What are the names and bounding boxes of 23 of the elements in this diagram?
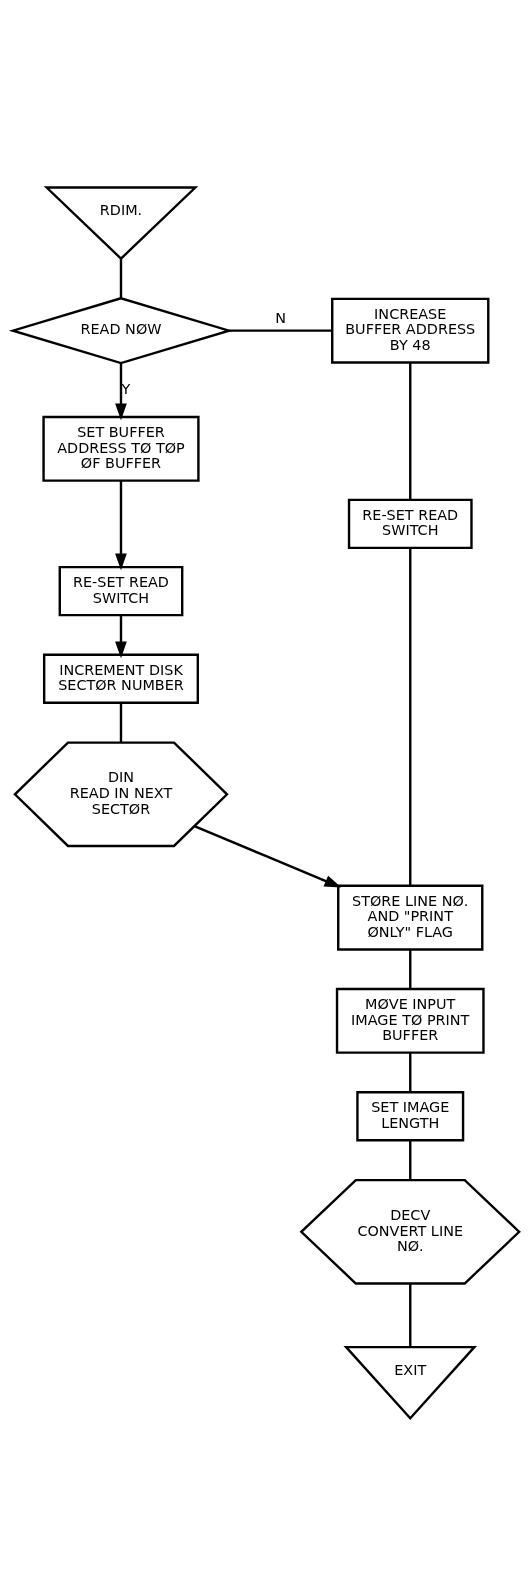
arrow bbox=[115, 362, 127, 420]
arrow bbox=[193, 824, 342, 888]
node-box: SET BUFFER ADDRESS TØ TØP ØF BUFFER bbox=[42, 415, 200, 482]
node-box: MØVE INPUT IMAGE TØ PRINT BUFFER bbox=[335, 987, 485, 1054]
connector bbox=[229, 328, 333, 332]
edge-label: N bbox=[275, 309, 287, 326]
arrow bbox=[115, 614, 127, 658]
connector bbox=[409, 362, 412, 499]
node-box: RE-SET READ SWITCH bbox=[347, 498, 473, 549]
connector bbox=[119, 702, 123, 742]
node-box: STØRE LINE NØ. AND "PRINT ØNLY" FLAG bbox=[337, 884, 484, 951]
node-box: INCREASE BUFFER ADDRESS BY 48 bbox=[331, 297, 490, 364]
node-box: RE-SET READ SWITCH bbox=[58, 565, 184, 616]
node-box: INCREMENT DISK SECTØR NUMBER bbox=[42, 653, 199, 704]
connector bbox=[409, 1283, 412, 1347]
connector bbox=[119, 258, 123, 298]
node-box: SET IMAGE LENGTH bbox=[356, 1090, 465, 1141]
arrow bbox=[115, 480, 127, 570]
connector bbox=[409, 547, 412, 886]
connector bbox=[409, 1052, 412, 1092]
edge-label: Y bbox=[121, 380, 131, 397]
connector bbox=[409, 1139, 412, 1180]
connector bbox=[409, 949, 412, 989]
